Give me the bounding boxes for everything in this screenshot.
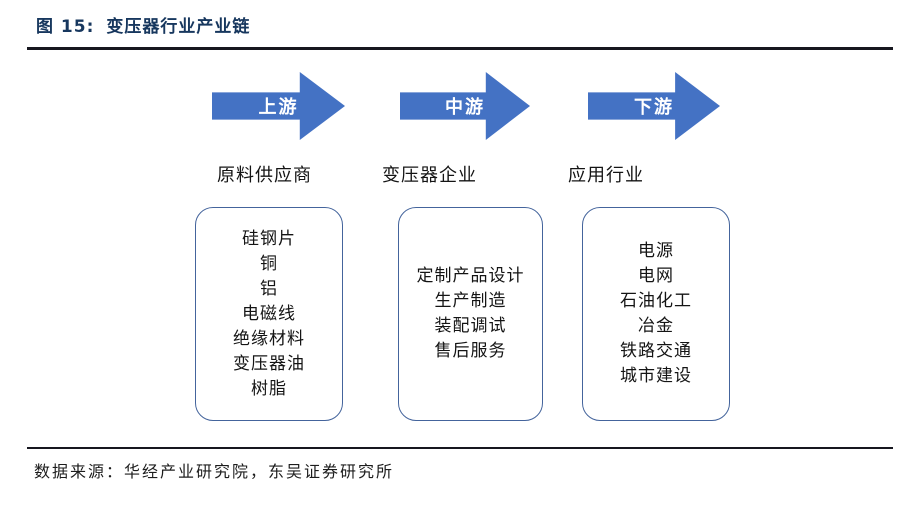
figure-title: 变压器行业产业链 [106, 17, 251, 37]
chain-item: 电磁线 [242, 303, 296, 324]
category-label-downstream: 应用行业 [568, 165, 644, 186]
chain-column-downstream: 下游 应用行业 电源 电网 石油化工 冶金 铁路交通 城市建设 [568, 0, 730, 505]
chain-item: 冶金 [638, 316, 674, 336]
category-label-upstream: 原料供应商 [217, 165, 312, 186]
chain-item: 生产制造 [434, 291, 507, 311]
right-arrow-icon: 下游 [588, 72, 720, 140]
figure-header: 图 15: 变压器行业产业链 [36, 12, 250, 37]
chain-column-midstream: 中游 变压器企业 定制产品设计 生产制造 装配调试 售后服务 [382, 0, 543, 505]
chain-item: 树脂 [251, 378, 287, 399]
right-arrow-icon: 中游 [400, 72, 530, 140]
chain-item: 绝缘材料 [233, 328, 305, 349]
header-divider [27, 47, 893, 50]
stage-label-midstream: 中游 [445, 97, 485, 118]
chain-item: 售后服务 [434, 341, 507, 361]
right-arrow-icon: 上游 [212, 72, 345, 140]
chain-item: 石油化工 [620, 291, 692, 311]
stage-label-downstream: 下游 [634, 97, 674, 118]
data-source-note: 数据来源：华经产业研究院，东吴证券研究所 [34, 464, 395, 481]
chain-item: 定制产品设计 [416, 266, 525, 286]
figure-number: 图 15: [36, 17, 95, 37]
category-label-midstream: 变压器企业 [382, 165, 477, 186]
chain-item: 铁路交通 [620, 341, 692, 361]
chain-item: 硅钢片 [242, 228, 296, 249]
items-box-upstream: 硅钢片 铜 铝 电磁线 绝缘材料 变压器油 树脂 [195, 207, 343, 421]
stage-label-upstream: 上游 [258, 97, 299, 118]
chain-item: 电网 [638, 266, 674, 286]
chain-item: 城市建设 [620, 366, 692, 386]
chain-item: 铜 [260, 253, 278, 274]
items-box-midstream: 定制产品设计 生产制造 装配调试 售后服务 [398, 207, 543, 421]
chain-item: 变压器油 [233, 353, 305, 374]
chain-item: 电源 [638, 241, 674, 261]
chain-item: 铝 [260, 278, 278, 299]
chain-item: 装配调试 [434, 316, 507, 336]
chain-column-upstream: 上游 原料供应商 硅钢片 铜 铝 电磁线 绝缘材料 变压器油 树脂 [195, 0, 345, 505]
items-box-downstream: 电源 电网 石油化工 冶金 铁路交通 城市建设 [582, 207, 730, 421]
footer-divider [27, 447, 893, 449]
